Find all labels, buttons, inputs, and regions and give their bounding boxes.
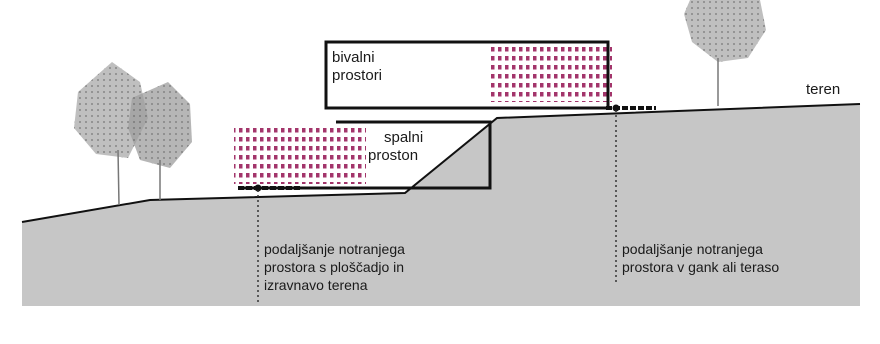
sleeping-space-extension-hatch bbox=[234, 126, 366, 184]
tree-icon bbox=[128, 82, 192, 200]
sleeping-space-volume bbox=[238, 120, 492, 190]
living-label-line-1: bivalni bbox=[332, 49, 375, 66]
terrain-line bbox=[21, 103, 861, 223]
living-space-extension-hatch bbox=[490, 44, 612, 102]
living-space-volume bbox=[324, 40, 610, 110]
sleeping-label-line-1: spalni bbox=[384, 129, 423, 146]
terrain-label: teren bbox=[806, 81, 840, 98]
sleeping-label-line-2: proston bbox=[368, 147, 418, 164]
note-left-line-2: prostora s ploščadjo in bbox=[264, 259, 404, 275]
tree-icon bbox=[684, 0, 766, 106]
note-right-line-2: prostora v gank ali teraso bbox=[622, 259, 779, 275]
terrace-anchor-point bbox=[612, 104, 620, 112]
note-left-line-1: podaljšanje notranjega bbox=[264, 241, 405, 257]
note-right-line-1: podaljšanje notranjega bbox=[622, 241, 763, 257]
living-label-line-2: prostori bbox=[332, 67, 382, 84]
note-left-line-3: izravnavo terena bbox=[264, 277, 368, 293]
ground-section bbox=[22, 104, 860, 306]
platform-anchor-point bbox=[254, 184, 262, 192]
tree-icon bbox=[74, 62, 148, 206]
